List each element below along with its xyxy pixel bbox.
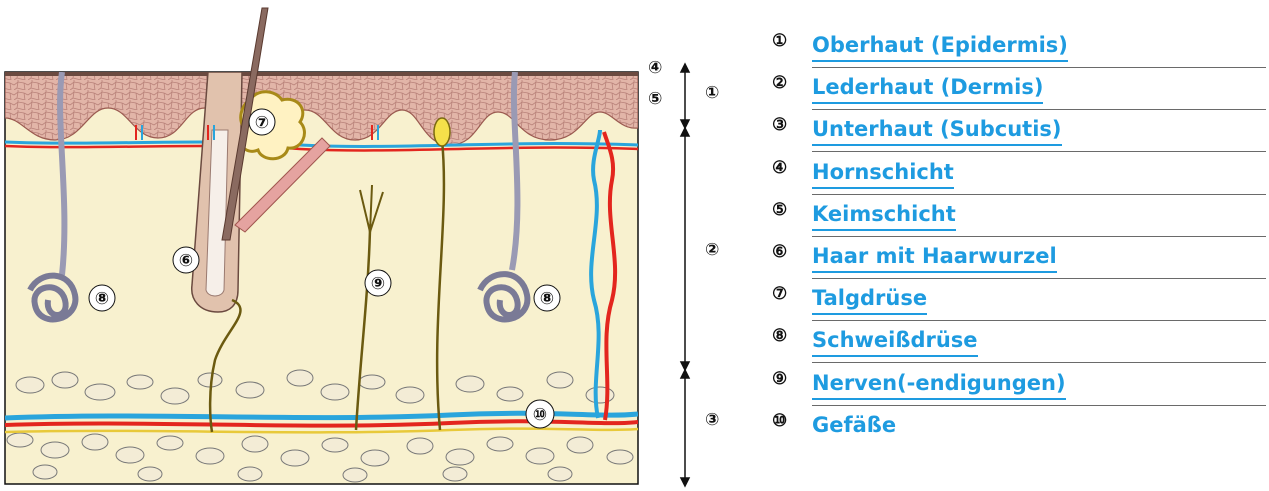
layer-brackets [681,64,689,486]
callout-badge-10: ⑩ [526,400,554,428]
touch-receptor [434,118,450,146]
skin-cross-section-diagram: ④ ⑤ ① ② ③ ⑥ ⑦ ⑧ ⑧ ⑨ ⑩ [0,0,760,491]
svg-text:⑧: ⑧ [540,289,554,309]
legend-number: ④ [772,155,812,178]
callout-badge-8-right: ⑧ [534,285,560,311]
legend-number: ⑨ [772,366,812,389]
callout-badge-6: ⑥ [173,247,199,273]
callout-badge-9: ⑨ [365,270,391,296]
callout-badge-7: ⑦ [249,109,275,135]
legend-number: ② [772,70,812,93]
legend-number: ① [772,28,812,51]
svg-text:⑩: ⑩ [533,405,547,425]
callout-2: ② [705,240,719,260]
legend-label: Nerven(-endigungen) [812,368,1066,400]
legend-label: Schweißdrüse [812,325,978,357]
legend-label: Lederhaut (Dermis) [812,72,1043,104]
legend-label: Oberhaut (Epidermis) [812,30,1068,62]
legend-label: Talgdrüse [812,283,927,315]
legend-label: Keimschicht [812,199,956,231]
legend-label: Haar mit Haarwurzel [812,241,1057,273]
callout-5: ⑤ [648,89,662,109]
legend-label: Hornschicht [812,157,954,189]
legend-number: ⑥ [772,239,812,262]
legend-number: ③ [772,112,812,135]
legend-number: ⑧ [772,323,812,346]
legend-number: ⑤ [772,197,812,220]
callout-1: ① [705,83,719,103]
legend-label: Unterhaut (Subcutis) [812,114,1062,146]
callout-4: ④ [648,58,662,78]
callout-3: ③ [705,410,719,430]
svg-text:⑨: ⑨ [371,274,385,294]
svg-text:⑧: ⑧ [95,289,109,309]
callout-badge-8-left: ⑧ [89,285,115,311]
legend-number: ⑩ [772,408,812,431]
svg-text:⑥: ⑥ [179,251,193,271]
legend-number: ⑦ [772,281,812,304]
svg-text:⑦: ⑦ [255,113,269,133]
legend-label: Gefäße [812,410,896,440]
